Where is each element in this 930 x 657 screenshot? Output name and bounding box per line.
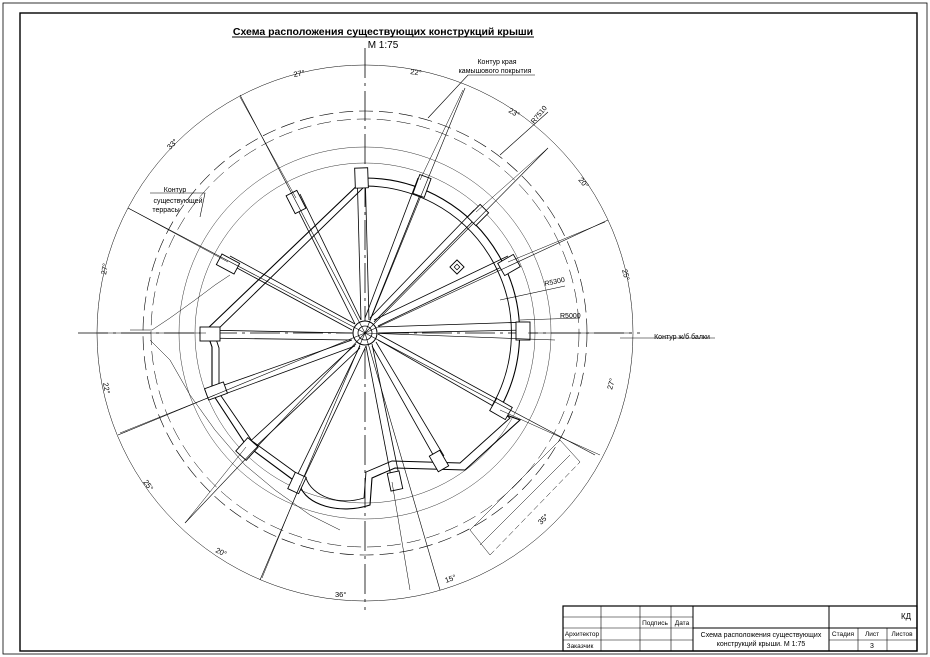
label-r5300: R5300 — [544, 277, 566, 288]
label-reed-roof-2: камышового покрытия — [459, 68, 532, 75]
angle-27-top: 27° — [293, 68, 306, 79]
stamp-title-2: конструкций крыши. М 1:75 — [717, 640, 806, 648]
stamp-sheet-number: 3 — [870, 643, 874, 650]
stamp-stage: Стадия — [832, 631, 855, 638]
beam-contour-arc-outer — [364, 177, 521, 413]
rafter-extension-lines — [98, 89, 632, 591]
label-terrace-1: Контур — [164, 187, 187, 194]
stamp-title-1: Схема расположения существующих — [701, 632, 822, 639]
inner-frame — [19, 12, 918, 652]
leader-r5300 — [499, 285, 566, 301]
angle-25-right: 25° — [620, 268, 632, 281]
angle-35: 35° — [536, 512, 550, 526]
drawing-scale: М 1:75 — [368, 40, 399, 51]
title-block-text: Подпись Дата Архитектор Заказчик Схема р… — [565, 612, 913, 650]
label-reed-roof-1: Контур края — [477, 59, 516, 66]
leader-r7510 — [499, 111, 549, 156]
beam-contour-arc-inner — [364, 185, 512, 407]
label-beam: Контур ж/б балки — [654, 333, 710, 341]
stamp-code: КД — [901, 612, 912, 621]
stamp-customer: Заказчик — [567, 643, 594, 650]
stamp-sheets: Листов — [891, 631, 913, 638]
rafters — [199, 167, 529, 487]
stamp-sheet: Лист — [865, 631, 879, 638]
stamp-date: Дата — [675, 620, 690, 627]
radial-dimension-lines — [117, 87, 609, 591]
beam-contour-bottom-outer — [299, 411, 522, 510]
beam-contour-bottom-inner — [305, 405, 511, 502]
angle-22-left: 22° — [101, 382, 112, 395]
beam-contour-left-inner — [213, 185, 366, 479]
angle-labels: 27° 22° 23° 20° 25° 27° 35° 15° 36° 20° … — [99, 67, 632, 599]
label-r5000: R5000 — [560, 313, 581, 320]
stamp-architect: Архитектор — [565, 631, 600, 638]
diamond-marker — [449, 259, 465, 275]
angle-33: 33° — [165, 137, 179, 151]
beam-contour-left-outer — [205, 177, 366, 486]
leader-reed-roof — [427, 74, 535, 119]
diamond-marker-inner — [453, 263, 461, 271]
rafter-ends — [199, 167, 531, 495]
label-terrace-3: террасы — [152, 207, 179, 214]
leader-r5000 — [519, 317, 581, 321]
title-block — [562, 605, 918, 652]
angle-22-top: 22° — [410, 67, 422, 77]
terrace-contour-bottom — [149, 339, 341, 531]
angle-27-right: 27° — [605, 377, 617, 390]
angle-25-left: 25° — [141, 478, 155, 492]
label-r7510: R7510 — [530, 105, 549, 125]
angle-20-bottom: 20° — [214, 546, 228, 559]
leader-terrace — [150, 192, 206, 218]
angle-27-left: 27° — [99, 263, 110, 276]
angle-20-right: 20° — [576, 176, 590, 190]
angle-36: 36° — [335, 590, 346, 599]
bottom-right-terrace — [469, 439, 581, 556]
label-terrace-2: существующей — [153, 197, 202, 205]
stamp-signature: Подпись — [642, 620, 668, 627]
angle-23: 23° — [507, 106, 521, 119]
terrace-contour-left — [130, 274, 231, 331]
drawing-title: Схема расположения существующих конструк… — [233, 26, 533, 38]
angle-15: 15° — [444, 573, 458, 585]
